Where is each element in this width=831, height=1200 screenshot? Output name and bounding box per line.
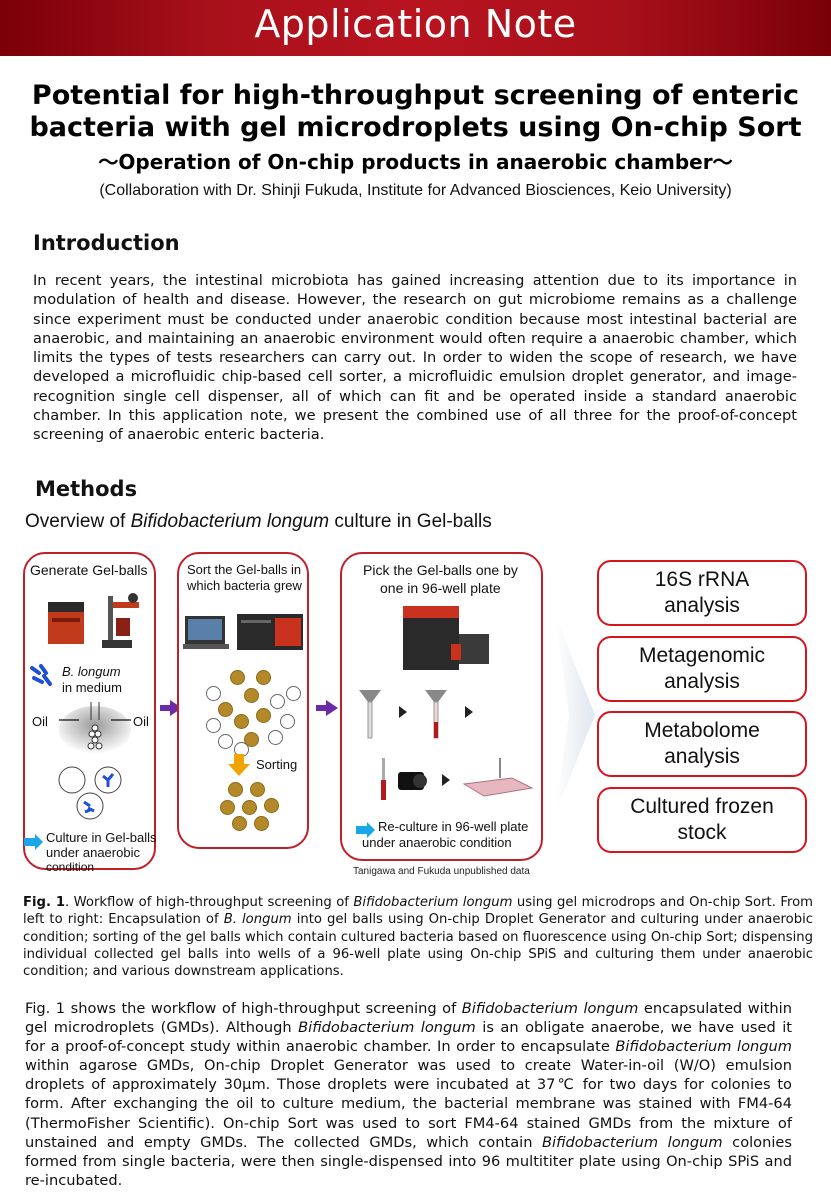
gel-ball-with-bacteria: [250, 782, 265, 797]
panel2-title-line1: Sort the Gel-balls in: [187, 562, 302, 577]
gel-ball-with-bacteria: [220, 800, 235, 815]
output-metabolome-analysis: Metabolome analysis: [597, 711, 807, 777]
panel1-culture-line1: Culture in Gel-balls: [46, 830, 157, 845]
panel3-reculture-line2: under anaerobic condition: [362, 835, 512, 850]
overview-suffix: culture in Gel-balls: [329, 511, 492, 532]
caption-label: Fig. 1: [23, 895, 66, 910]
gel-ball-with-bacteria: [230, 670, 245, 685]
title-line-2: bacteria with gel microdroplets using On…: [29, 112, 802, 143]
pipette-dispense-diagram: [359, 690, 473, 739]
gel-ball-empty: [206, 686, 221, 701]
banner-title: Application Note: [254, 2, 577, 46]
output-metagenomic-analysis: Metagenomic analysis: [597, 636, 807, 702]
panel-pick-gel-balls: [340, 552, 543, 861]
overview-species: Bifidobacterium longum: [130, 511, 330, 532]
figure-overview-title: Overview of Bifidobacterium longum cultu…: [25, 511, 492, 533]
methods-heading: Methods: [35, 477, 138, 501]
panel1-species: B. longum: [62, 664, 121, 679]
gel-ball-empty: [280, 714, 295, 729]
big-chevron-arrow: [555, 615, 595, 815]
gel-ball-with-bacteria: [244, 732, 259, 747]
gel-ball-with-bacteria: [256, 708, 271, 723]
output-cultured-frozen-stock: Cultured frozen stock: [597, 787, 807, 853]
panel3-title-line2: one in 96-well plate: [380, 580, 501, 596]
plate-dispense-diagram: [381, 758, 534, 800]
introduction-text: In recent years, the intestinal microbio…: [33, 272, 797, 444]
panel1-culture-line3: condition: [46, 860, 95, 874]
panel2-title-line2: which bacteria grew: [187, 578, 302, 593]
gel-ball-empty: [218, 734, 233, 749]
gel-ball-with-bacteria: [254, 816, 269, 831]
figure-credit: Tanigawa and Fukuda unpublished data: [353, 866, 530, 877]
cyan-arrow-icon-2: [356, 822, 375, 838]
introduction-heading: Introduction: [33, 231, 180, 255]
panel1-culture-line2: under anaerobic: [46, 845, 140, 860]
gel-ball-with-bacteria: [256, 670, 271, 685]
header-banner: Application Note: [0, 0, 831, 56]
title-line-1: Potential for high-throughput screening …: [31, 80, 800, 111]
document-subtitle: ～Operation of On-chip products in anaero…: [98, 150, 733, 174]
cyan-arrow-icon: [24, 834, 43, 850]
output-16s-rrna-analysis: 16S rRNA analysis: [597, 560, 807, 626]
document-title: Potential for high-throughput screening …: [20, 80, 811, 144]
collaboration-note: (Collaboration with Dr. Shinji Fukuda, I…: [99, 182, 732, 199]
overview-prefix: Overview of: [25, 511, 131, 532]
results-paragraph: Fig. 1 shows the workflow of high-throug…: [25, 1000, 792, 1189]
gel-ball-with-bacteria: [232, 816, 247, 831]
sorting-arrow-icon: [228, 754, 250, 776]
panel-sort-gel-balls: [177, 552, 309, 849]
gel-ball-empty: [286, 686, 301, 701]
panel1-medium: in medium: [62, 680, 122, 695]
panel1-title: Generate Gel-balls: [30, 562, 148, 578]
droplet-generator-device-image: [48, 593, 139, 648]
gel-ball-empty: [268, 730, 283, 745]
gel-ball-cells-diagram: [58, 766, 122, 820]
gel-ball-empty: [206, 718, 221, 733]
gel-ball-with-bacteria: [218, 702, 233, 717]
gel-ball-with-bacteria: [244, 688, 259, 703]
gel-ball-with-bacteria: [264, 798, 279, 813]
gel-ball-with-bacteria: [228, 782, 243, 797]
panel1-oil-right: Oil: [133, 714, 149, 729]
on-chip-sort-device-image: [183, 614, 303, 650]
panel2-sorting-label: Sorting: [256, 757, 298, 772]
panel1-oil-left: Oil: [32, 714, 48, 729]
gel-ball-with-bacteria: [234, 714, 249, 729]
panel3-title-line1: Pick the Gel-balls one by: [363, 562, 518, 578]
droplet-junction-diagram: [59, 702, 131, 754]
gel-ball-with-bacteria: [242, 800, 257, 815]
gel-ball-empty: [270, 694, 285, 709]
bacteria-icon: [30, 664, 52, 686]
step-arrow-2: [316, 700, 338, 716]
panel3-reculture-line1: Re-culture in 96-well plate: [378, 819, 529, 834]
on-chip-spis-device-image: [403, 606, 489, 670]
figure-caption: Fig. 1. Workflow of high-throughput scre…: [23, 895, 814, 980]
